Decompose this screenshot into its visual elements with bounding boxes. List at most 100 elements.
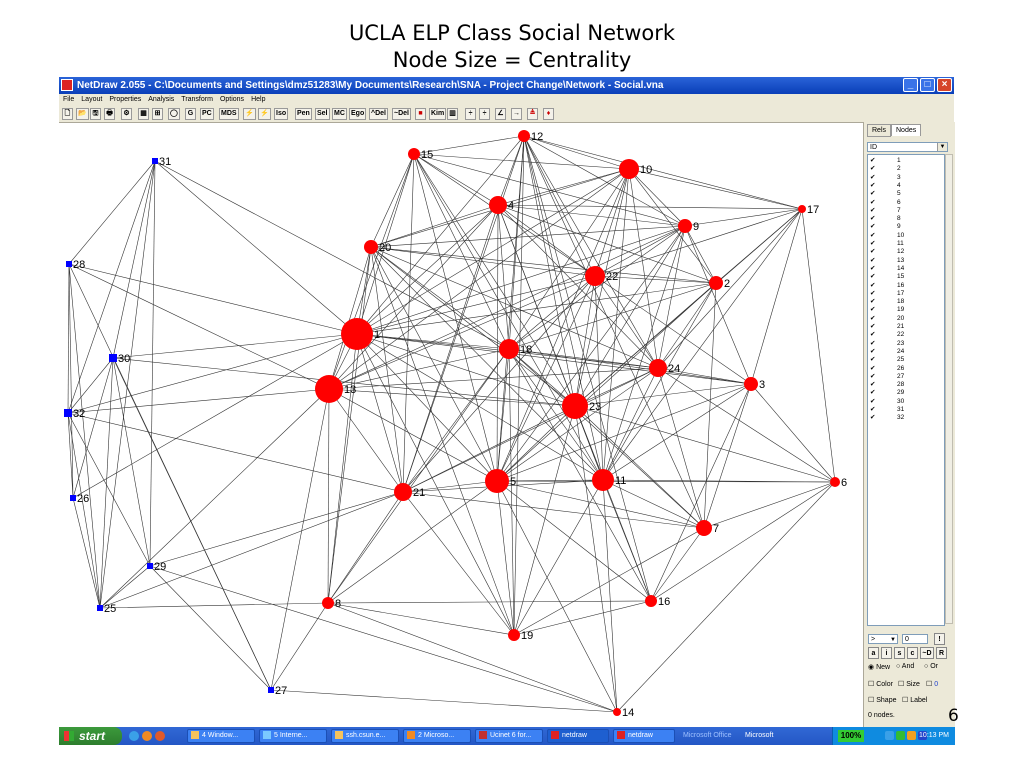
node-circle-23[interactable] <box>562 393 588 419</box>
menu-options[interactable]: Options <box>219 96 245 103</box>
node-square-25[interactable] <box>97 605 103 611</box>
menu-properties[interactable]: Properties <box>109 96 142 103</box>
checkbox-checked-icon[interactable]: ✔ <box>870 223 876 231</box>
node-square-30[interactable] <box>109 354 117 362</box>
checkbox-checked-icon[interactable]: ✔ <box>870 173 876 181</box>
node-circle-4[interactable] <box>489 196 507 214</box>
delete-isolates-button[interactable]: ^Del <box>369 108 388 120</box>
btn-i[interactable]: i <box>881 647 892 659</box>
mds-layout-button[interactable]: MDS <box>219 108 239 120</box>
update-icon[interactable] <box>907 731 916 740</box>
node-circle-7[interactable] <box>696 520 712 536</box>
tab-nodes[interactable]: Nodes <box>891 124 922 136</box>
start-button[interactable]: start <box>59 727 122 745</box>
task-ucinet[interactable]: Ucinet 6 for... <box>475 729 543 743</box>
apply-button[interactable]: ! <box>934 633 945 645</box>
tab-rels[interactable]: Rels <box>867 124 892 137</box>
checkbox-checked-icon[interactable]: ✔ <box>870 298 876 306</box>
radio-and[interactable]: ○ And <box>896 663 915 670</box>
node-1[interactable]: 1 <box>341 318 380 350</box>
btn-r[interactable]: R <box>936 647 947 659</box>
angle-icon[interactable]: ∠ <box>495 108 506 120</box>
node-circle-18[interactable] <box>499 339 519 359</box>
checkbox-checked-icon[interactable]: ✔ <box>870 347 876 355</box>
node-5[interactable]: 5 <box>485 469 516 493</box>
zoom-fit-icon[interactable]: ⊞ <box>152 108 163 120</box>
graph-layout-button[interactable]: G <box>185 108 196 120</box>
node-25[interactable]: 25 <box>97 603 116 615</box>
task-netdraw-1[interactable]: netdraw <box>547 729 609 743</box>
checkbox-checked-icon[interactable]: ✔ <box>870 289 876 297</box>
sel-button[interactable]: Sel <box>315 108 330 120</box>
checkbox-size-value[interactable]: ☐ 0 <box>926 681 939 688</box>
settings-icon[interactable]: ⚙ <box>121 108 132 120</box>
node-circle-8[interactable] <box>322 597 334 609</box>
save-icon[interactable]: 🖫 <box>90 108 101 120</box>
node-circle-2[interactable] <box>709 276 723 290</box>
node-list-scrollbar[interactable] <box>945 154 953 624</box>
checkbox-checked-icon[interactable]: ✔ <box>870 389 876 397</box>
node-circle-5[interactable] <box>485 469 509 493</box>
matrix-icon[interactable]: ▥ <box>447 108 458 120</box>
node-circle-19[interactable] <box>508 629 520 641</box>
node-square-26[interactable] <box>70 495 76 501</box>
node-checklist[interactable]: ✔1✔2✔3✔4✔5✔6✔7✔8✔9✔10✔11✔12✔13✔14✔15✔16✔… <box>867 154 945 626</box>
node-circle-12[interactable] <box>518 130 530 142</box>
node-circle-15[interactable] <box>408 148 420 160</box>
netdraw-app-icon[interactable] <box>61 79 73 91</box>
ie-icon[interactable] <box>129 731 139 741</box>
node-square-28[interactable] <box>66 261 72 267</box>
checkbox-checked-icon[interactable]: ✔ <box>870 198 876 206</box>
checkbox-checked-icon[interactable]: ✔ <box>870 240 876 247</box>
node-circle-21[interactable] <box>394 483 412 501</box>
checkbox-checked-icon[interactable]: ✔ <box>870 273 876 281</box>
chevron-down-icon[interactable]: ▼ <box>937 143 947 151</box>
circle-layout-icon[interactable]: ◯ <box>168 108 180 120</box>
checkbox-color[interactable]: ☐ Color <box>868 681 893 688</box>
pc-layout-button[interactable]: PC <box>200 108 214 120</box>
checkbox-checked-icon[interactable]: ✔ <box>870 206 876 214</box>
radio-new[interactable]: ◉ New <box>868 664 891 671</box>
node-square-29[interactable] <box>147 563 153 569</box>
node-3[interactable]: 3 <box>744 377 765 391</box>
node-13[interactable]: 13 <box>315 375 356 403</box>
menu-analysis[interactable]: Analysis <box>148 96 175 103</box>
checkbox-size[interactable]: ☐ Size <box>898 681 920 688</box>
node-circle-16[interactable] <box>645 595 657 607</box>
node-16[interactable]: 16 <box>645 595 670 608</box>
node-attribute-icon[interactable]: Kim <box>429 108 447 120</box>
node-22[interactable]: 22 <box>585 266 618 286</box>
operator-select[interactable]: > ▼ <box>868 634 898 644</box>
task-netdraw-2[interactable]: netdraw <box>613 729 675 743</box>
node-square-27[interactable] <box>268 687 274 693</box>
task-microsoft[interactable]: 2 Microso... <box>403 729 471 743</box>
node-circle-11[interactable] <box>592 469 614 491</box>
node-31[interactable]: 31 <box>152 156 171 168</box>
open-folder-icon[interactable]: 📂 <box>76 108 89 120</box>
node-circle-17[interactable] <box>798 205 806 213</box>
btn-c[interactable]: c <box>907 647 918 659</box>
node-circle-20[interactable] <box>364 240 378 254</box>
delete-pendants-button[interactable]: ~Del <box>392 108 411 120</box>
mc-button[interactable]: MC <box>332 108 347 120</box>
node-26[interactable]: 26 <box>70 493 89 505</box>
node-28[interactable]: 28 <box>66 259 85 271</box>
node-circle-13[interactable] <box>315 375 343 403</box>
node-30[interactable]: 30 <box>109 353 130 365</box>
checkbox-checked-icon[interactable]: ✔ <box>870 248 876 256</box>
increase-spacing-icon[interactable]: ÷ <box>465 108 476 120</box>
node-15[interactable]: 15 <box>408 148 433 161</box>
checkbox-checked-icon[interactable]: ✔ <box>870 314 876 322</box>
btn-not-d[interactable]: ~D <box>920 647 934 659</box>
node-circle-24[interactable] <box>649 359 667 377</box>
radio-or[interactable]: ○ Or <box>924 663 938 670</box>
node-circle-22[interactable] <box>585 266 605 286</box>
iso-button[interactable]: Iso <box>274 108 289 120</box>
node-23[interactable]: 23 <box>562 393 601 419</box>
node-circle-6[interactable] <box>830 477 840 487</box>
node-2[interactable]: 2 <box>709 276 730 290</box>
node-19[interactable]: 19 <box>508 629 533 642</box>
node-29[interactable]: 29 <box>147 561 166 573</box>
firefox-icon[interactable] <box>155 731 165 741</box>
node-17[interactable]: 17 <box>798 204 819 216</box>
